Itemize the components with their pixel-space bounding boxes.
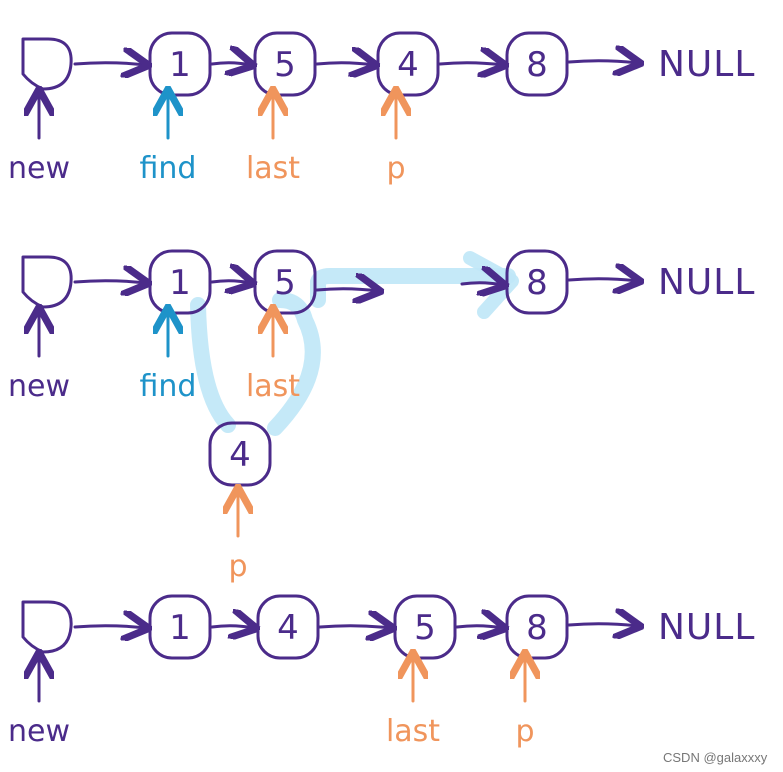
next-link-arrow (567, 624, 638, 626)
pointer-label: last (386, 714, 440, 749)
next-link-arrow (73, 281, 146, 283)
next-link-arrow (455, 626, 503, 628)
node-value: 4 (397, 45, 419, 85)
highlight-stroke (190, 297, 236, 433)
pointer-last: last (386, 655, 440, 749)
next-link-arrow (567, 279, 638, 281)
node-value: 1 (169, 263, 191, 303)
row-before-removal: 1 5 4 8 NULL new find last p (8, 31, 755, 186)
highlight-stroke (267, 292, 321, 436)
head-node (21, 255, 73, 309)
pointer-label: find (140, 369, 197, 404)
pointer-label: last (246, 369, 300, 404)
node-value: 5 (274, 263, 296, 303)
node-value: 1 (169, 608, 191, 648)
list-node: 4 (256, 594, 320, 660)
node-value: 8 (526, 608, 548, 648)
head-node (21, 600, 73, 654)
pointer-last: last (246, 92, 300, 186)
list-node: 8 (505, 594, 569, 660)
relink-highlight (190, 251, 519, 436)
node-value: 8 (526, 45, 548, 85)
next-link-arrow (73, 626, 146, 628)
pointer-label: find (140, 151, 197, 186)
node-value: 4 (229, 435, 251, 475)
pointer-label: new (8, 369, 70, 404)
next-link-arrow (567, 61, 638, 63)
pointer-p: p (515, 655, 534, 749)
pointer-label: last (246, 151, 300, 186)
node-value: 5 (274, 45, 296, 85)
null-terminator: NULL (658, 262, 755, 303)
list-node: 8 (505, 31, 569, 97)
highlight-stroke (310, 268, 516, 308)
next-link-arrow (73, 63, 146, 65)
null-terminator: NULL (658, 607, 755, 648)
pointer-label: new (8, 714, 70, 749)
pointer-p: p (228, 490, 247, 584)
pointer-find: find (140, 92, 197, 186)
next-link-arrow (210, 626, 254, 628)
head-node-shape (21, 255, 73, 309)
pointer-new: new (8, 310, 70, 404)
row-after-insertion: 1 4 5 8 NULL new last p (8, 594, 755, 749)
head-node-shape (21, 37, 73, 91)
pointer-last: last (246, 310, 300, 404)
next-link-arrow (210, 63, 251, 65)
next-link-arrow (315, 63, 374, 65)
node-value: 1 (169, 45, 191, 85)
pointer-p: p (386, 92, 405, 186)
node-value: 5 (414, 608, 436, 648)
next-link-arrow (315, 289, 378, 291)
list-node: 5 (393, 594, 457, 660)
pointer-label: p (515, 714, 534, 749)
pointer-find: find (140, 310, 197, 404)
next-link-arrow (438, 63, 503, 65)
list-node: 4 (208, 421, 272, 487)
list-node: 1 (148, 594, 212, 660)
head-node-shape (21, 600, 73, 654)
row-during-relink: 1 5 8 NULL 4 new find last p (8, 249, 755, 584)
pointer-label: p (386, 151, 405, 186)
next-link-arrow (210, 281, 251, 283)
list-node: 5 (253, 31, 317, 97)
watermark: CSDN @galaxxxy (663, 750, 768, 765)
highlight-stroke (463, 251, 519, 319)
null-terminator: NULL (658, 44, 755, 85)
node-value: 4 (277, 608, 299, 648)
pointer-new: new (8, 655, 70, 749)
node-value: 8 (526, 263, 548, 303)
head-node (21, 37, 73, 91)
pointer-label: new (8, 151, 70, 186)
pointer-new: new (8, 92, 70, 186)
list-node: 1 (148, 31, 212, 97)
pointer-label: p (228, 549, 247, 584)
next-link-arrow (460, 283, 503, 285)
next-link-arrow (318, 626, 391, 628)
list-node: 4 (376, 31, 440, 97)
